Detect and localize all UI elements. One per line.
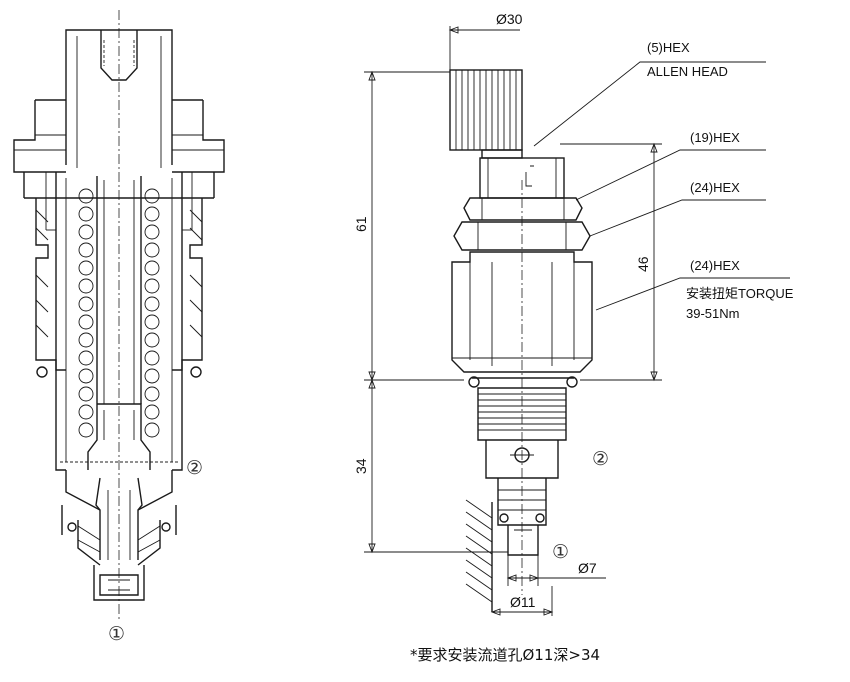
dim-body-length: 46	[635, 256, 651, 272]
dim-insert-length: 34	[353, 458, 369, 474]
callout-torque-value: 39-51Nm	[686, 306, 739, 321]
outline-view: Ø30 61 34 46 Ø7 Ø11 (5)HEX ALLEN HEA	[353, 11, 794, 616]
hex-24-body	[451, 251, 593, 373]
hex-19-nut	[463, 197, 583, 221]
hex-24-nut	[453, 221, 591, 251]
adjusting-screw	[479, 157, 565, 199]
outline-port-1-label: ①	[552, 541, 569, 563]
section-port-2-label: ②	[186, 457, 203, 479]
dim-bore-diameter: Ø11	[510, 594, 536, 610]
dim-top-diameter: Ø30	[496, 11, 523, 27]
dim-overall-length: 61	[353, 216, 369, 232]
thread	[477, 387, 567, 441]
callout-torque: 安装扭矩TORQUE	[686, 286, 794, 301]
spring-right	[144, 188, 160, 438]
callout-hex-19: (19)HEX	[690, 130, 740, 145]
callout-hex-5: (5)HEX	[647, 40, 690, 55]
callout-hex-24-body: (24)HEX	[690, 258, 740, 273]
callout-hex-24-nut: (24)HEX	[690, 180, 740, 195]
section-port-1-label: ①	[108, 623, 125, 645]
installation-note: *要求安装流道孔Ø11深>34	[410, 646, 600, 664]
outline-port-2-label: ②	[592, 448, 609, 470]
section-view: ① ②	[13, 10, 225, 645]
callout-allen-head: ALLEN HEAD	[647, 64, 728, 79]
spring-left	[78, 188, 94, 438]
dim-tip-diameter: Ø7	[578, 560, 597, 576]
